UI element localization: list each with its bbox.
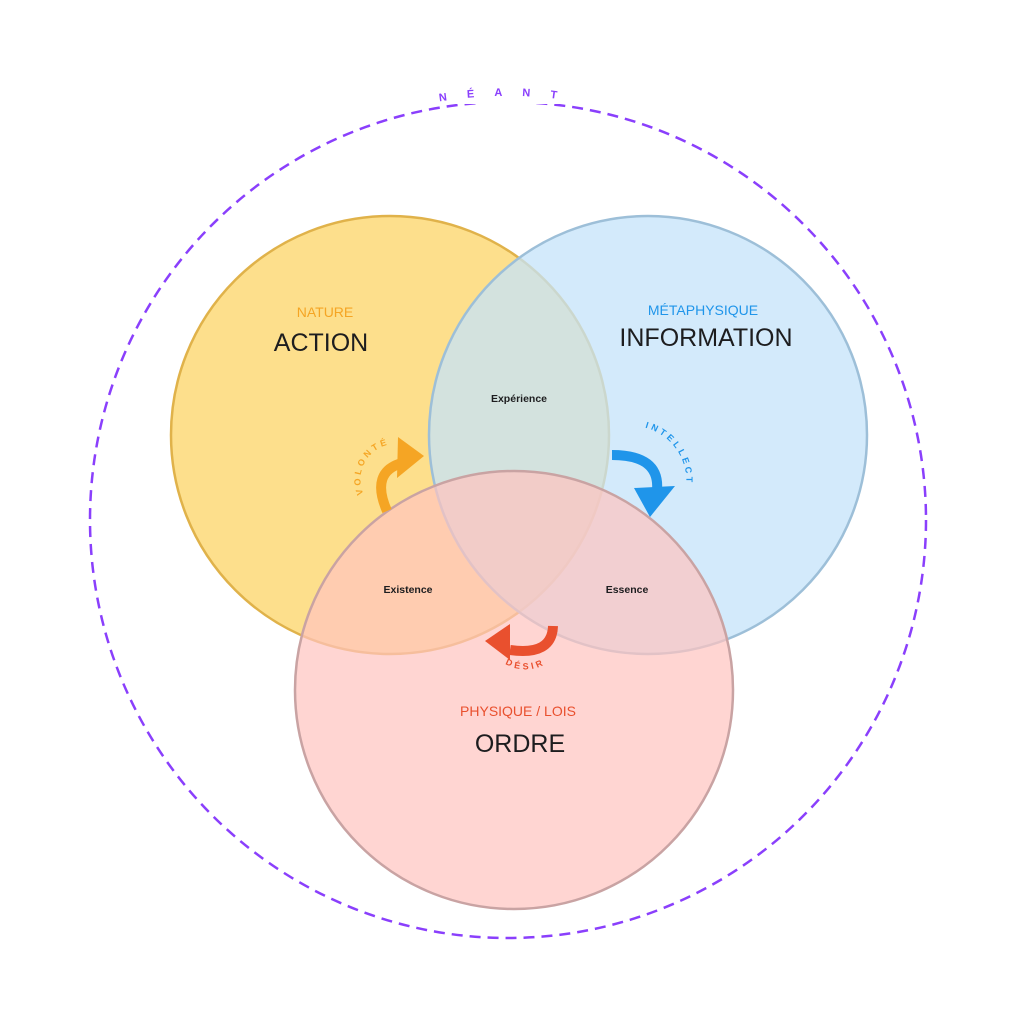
- action-title: ACTION: [274, 329, 368, 357]
- information-title: INFORMATION: [619, 324, 792, 352]
- action-subtitle: NATURE: [297, 304, 354, 320]
- desir-label: DÉSIR: [504, 657, 547, 672]
- desir-arrow-icon: [485, 624, 558, 660]
- ordre-title: ORDRE: [475, 730, 565, 758]
- intersection-existence: Existence: [383, 584, 432, 596]
- intersection-experience: Expérience: [491, 393, 547, 405]
- intellect-arrow-icon: [611, 450, 675, 517]
- intersection-essence: Essence: [606, 584, 649, 596]
- information-subtitle: MÉTAPHYSIQUE: [648, 302, 758, 318]
- circle-ordre: [293, 469, 735, 911]
- ordre-subtitle: PHYSIQUE / LOIS: [460, 703, 576, 719]
- volonte-arrow-icon: [376, 437, 424, 513]
